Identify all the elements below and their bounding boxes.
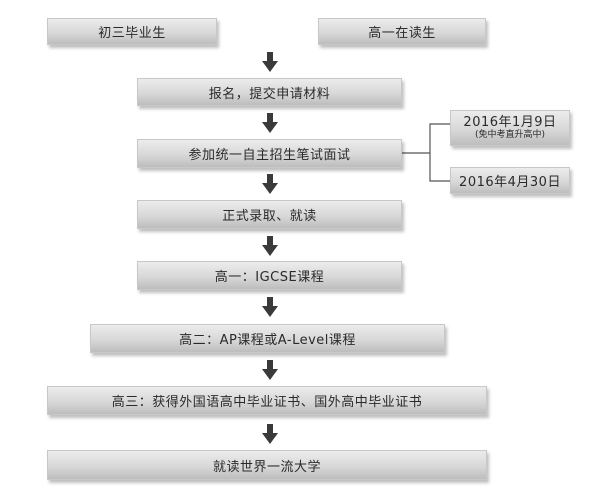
admission-box: 正式录取、就读: [137, 200, 402, 229]
exam-date-box-2: 2016年4月30日: [450, 167, 570, 194]
junior-graduate-label: 初三毕业生: [98, 26, 166, 41]
exam-label: 参加统一自主招生笔试面试: [188, 148, 351, 163]
register-label: 报名，提交申请材料: [208, 86, 331, 102]
register-box: 报名，提交申请材料: [137, 78, 402, 106]
grade10-box: 高一：IGCSE课程: [137, 261, 402, 290]
down-arrow-icon: [262, 424, 278, 444]
admission-label: 正式录取、就读: [222, 209, 317, 224]
down-arrow-icon: [262, 113, 278, 133]
down-arrow-icon: [262, 174, 278, 194]
grade10-label: 高一：IGCSE课程: [214, 270, 325, 285]
down-arrow-icon: [262, 360, 278, 380]
exam-date-2: 2016年4月30日: [459, 175, 561, 190]
down-arrow-icon: [262, 297, 278, 317]
exam-date-1: 2016年1月9日: [463, 114, 557, 130]
down-arrow-icon: [262, 52, 278, 72]
exam-box: 参加统一自主招生笔试面试: [137, 139, 402, 168]
junior-graduate-box: 初三毕业生: [47, 18, 217, 45]
down-arrow-icon: [262, 236, 278, 256]
grade12-label: 高三：获得外国语高中毕业证书、国外高中毕业证书: [111, 395, 423, 410]
university-label: 就读世界一流大学: [212, 459, 321, 475]
grade11-label: 高二：AP课程或A-Level课程: [179, 333, 356, 348]
exam-date-1-note: (免中考直升高中): [474, 130, 546, 141]
senior-first-year-box: 高一在读生: [318, 18, 486, 45]
senior-first-year-label: 高一在读生: [368, 26, 436, 41]
grade11-box: 高二：AP课程或A-Level课程: [90, 324, 445, 353]
university-box: 就读世界一流大学: [47, 450, 487, 480]
grade12-box: 高三：获得外国语高中毕业证书、国外高中毕业证书: [47, 386, 487, 415]
exam-date-box-1: 2016年1月9日 (免中考直升高中): [450, 110, 570, 146]
